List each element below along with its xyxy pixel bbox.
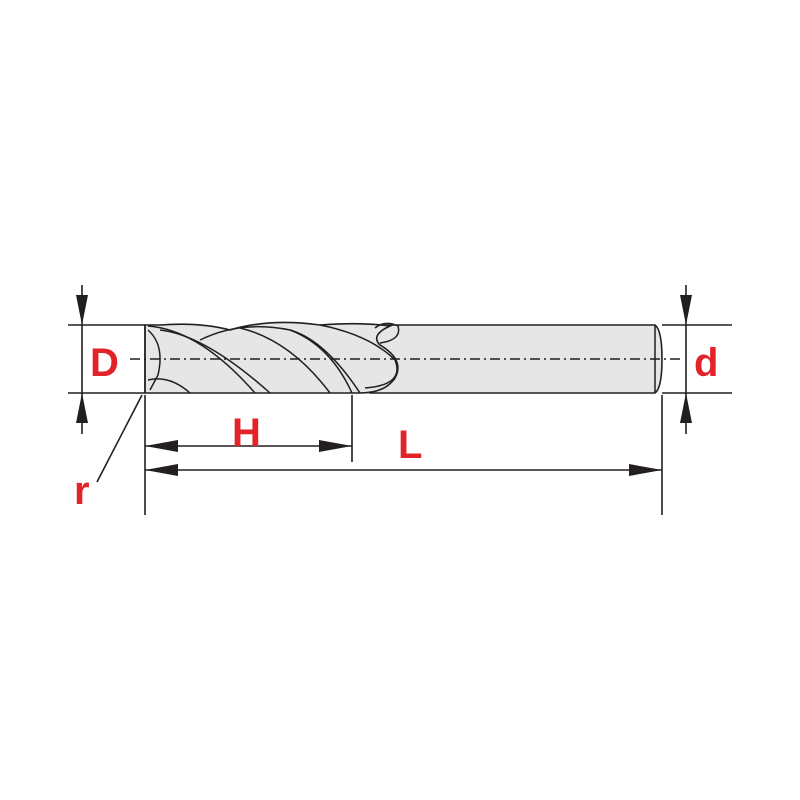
- flutes: [144, 321, 400, 394]
- dimension-D: [68, 285, 145, 434]
- label-r: r: [74, 469, 90, 513]
- dimension-L: [145, 395, 663, 515]
- label-D: D: [90, 341, 119, 385]
- radius-leader: [96, 394, 143, 483]
- label-d: d: [694, 341, 718, 385]
- label-H: H: [232, 411, 261, 455]
- label-L: L: [398, 423, 422, 467]
- dimension-H: [144, 395, 353, 515]
- dimension-d: [662, 285, 732, 434]
